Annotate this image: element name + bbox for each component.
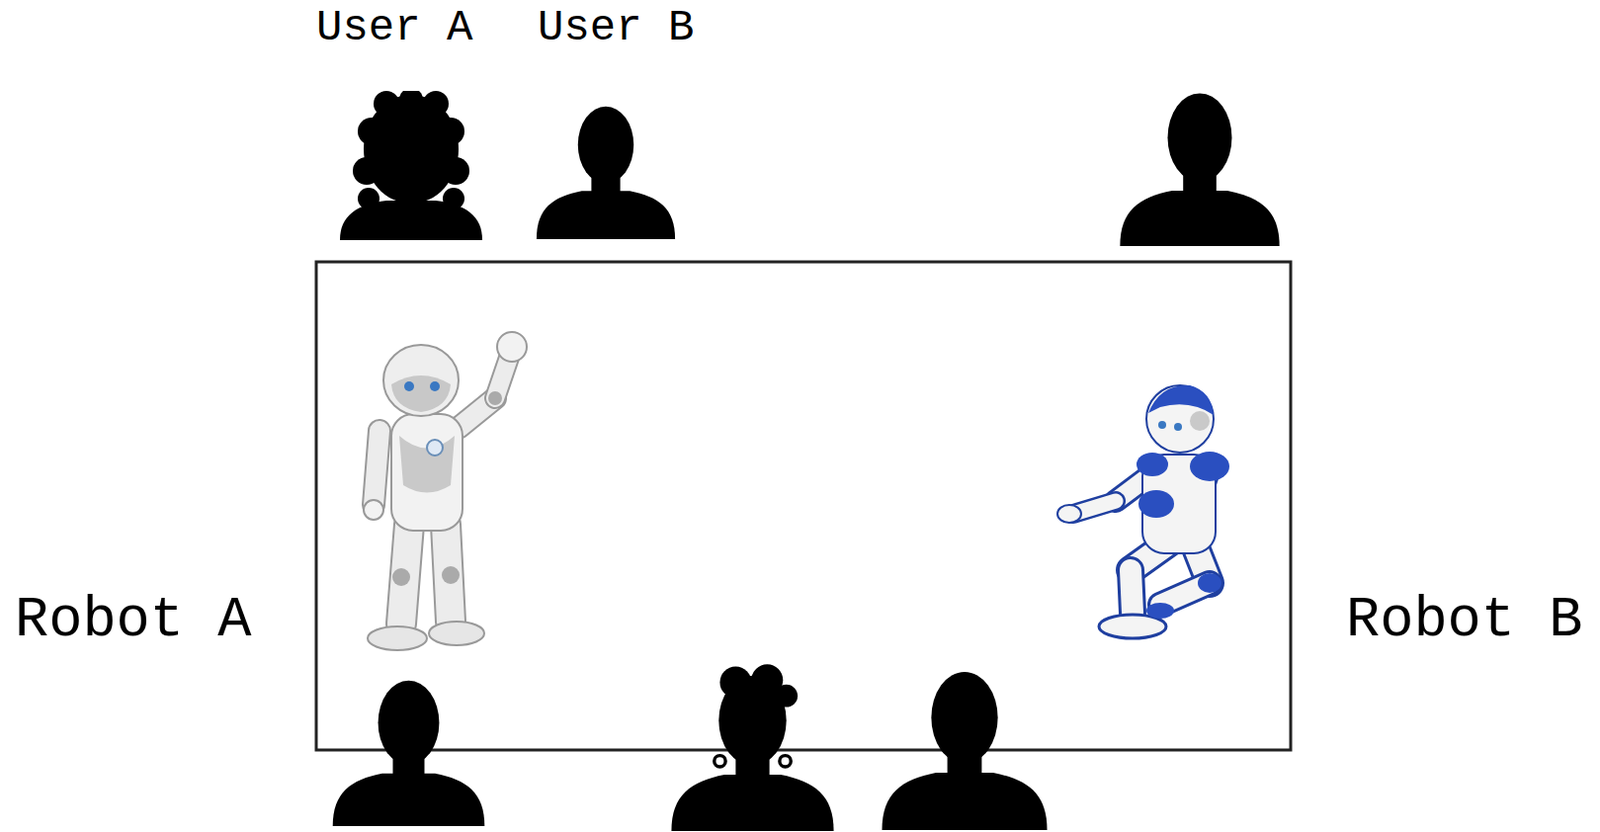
user-label: User A <box>316 5 473 50</box>
person-silhouette <box>339 87 483 241</box>
person-silhouette <box>536 106 675 240</box>
user-label: User B <box>537 5 694 50</box>
person-silhouette <box>1119 92 1279 247</box>
robot-label: Robot B <box>1346 592 1583 650</box>
robot-b-figure <box>1057 385 1230 639</box>
person-silhouette <box>881 672 1047 831</box>
person-silhouette <box>671 664 834 832</box>
person-silhouette <box>333 680 486 827</box>
table-outline <box>316 261 1291 751</box>
robot-label: Robot A <box>14 592 252 650</box>
robot-a-figure <box>363 332 527 651</box>
